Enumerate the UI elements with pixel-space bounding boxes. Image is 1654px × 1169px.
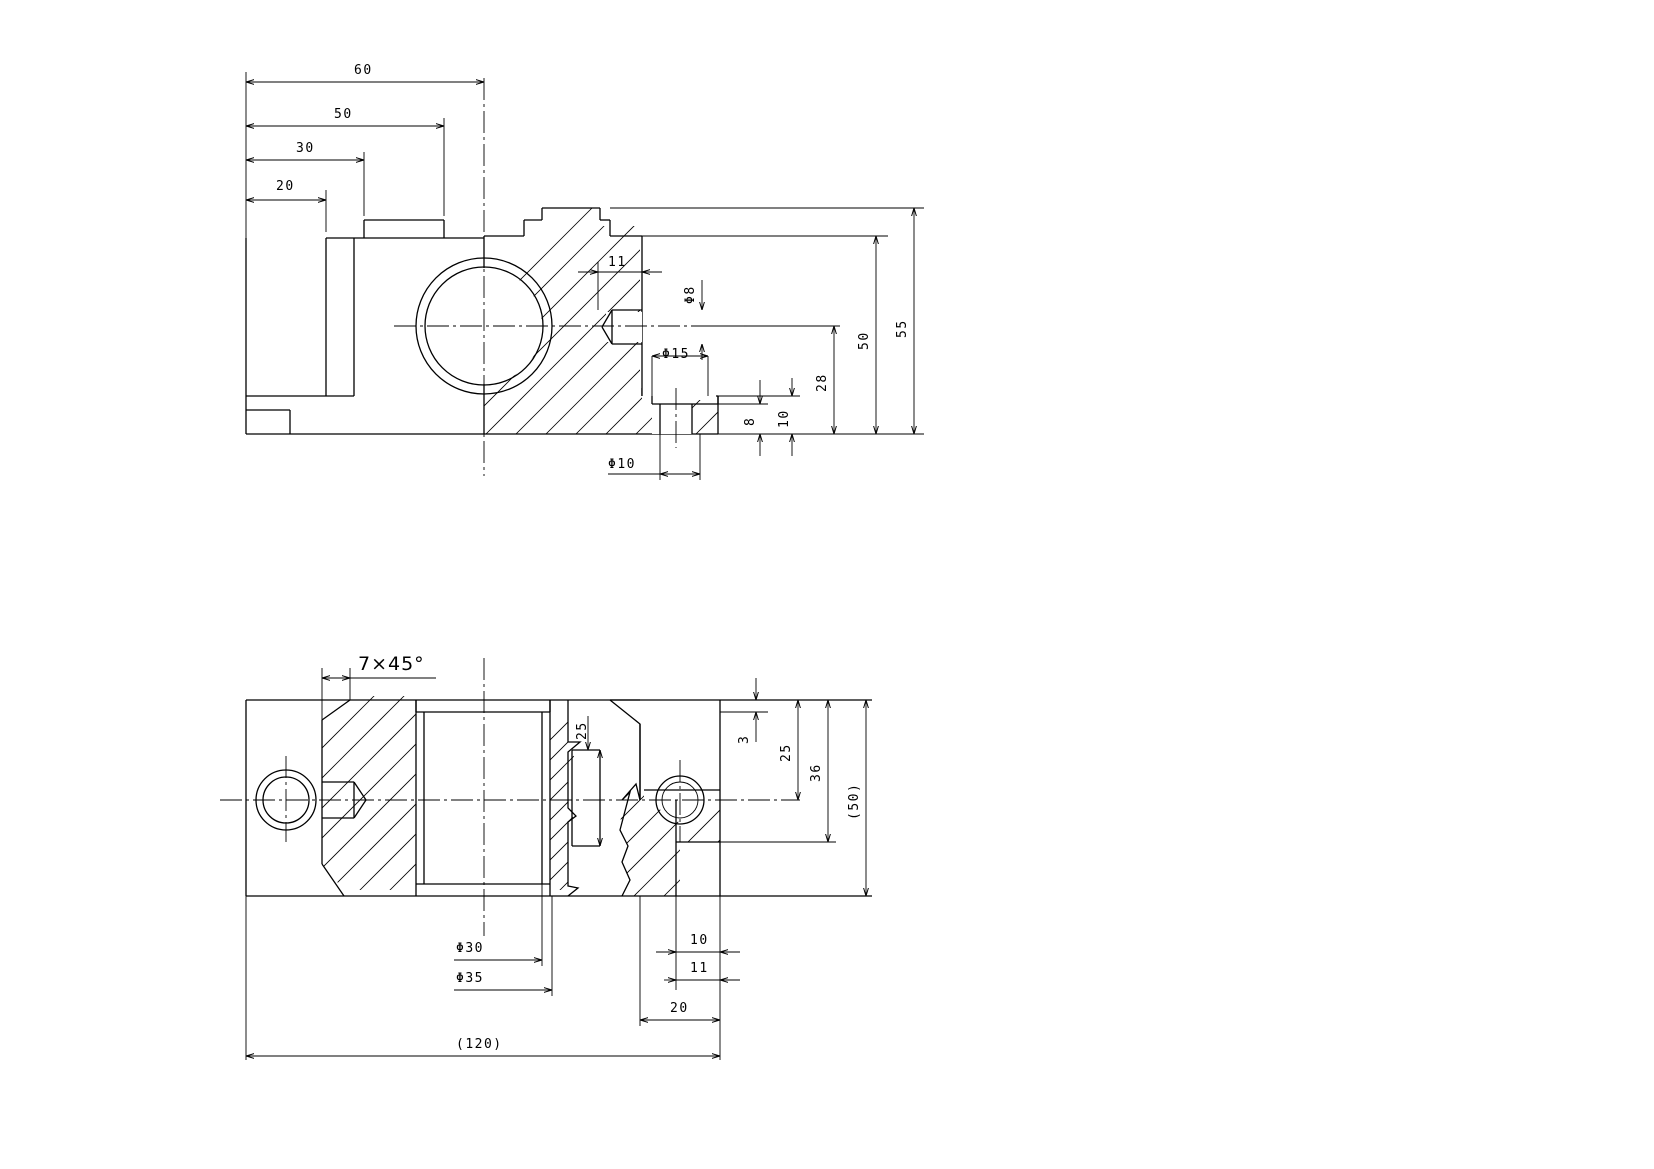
front-dimension-lines xyxy=(246,678,866,1056)
top-dim-28: 28 xyxy=(815,373,830,392)
front-dim-phi30: Φ30 xyxy=(456,941,484,956)
front-extension-lines xyxy=(245,668,872,1060)
top-view: 60 50 30 20 11 Φ8 Φ15 Φ10 28 50 55 10 8 xyxy=(245,63,924,560)
top-dim-phi10: Φ10 xyxy=(608,457,636,472)
front-view-outline xyxy=(245,699,872,897)
top-dim-11: 11 xyxy=(608,255,627,270)
front-dim-36: 36 xyxy=(809,763,824,782)
top-dim-phi15: Φ15 xyxy=(662,347,690,362)
top-dim-30: 30 xyxy=(296,141,315,156)
top-dim-60: 60 xyxy=(354,63,373,78)
front-dim-phi35: Φ35 xyxy=(456,971,484,986)
top-dim-10: 10 xyxy=(777,409,792,428)
top-dim-phi8: Φ8 xyxy=(683,285,698,304)
front-dim-25: 25 xyxy=(779,743,794,762)
front-dim-10: 10 xyxy=(690,933,709,948)
top-dim-50-vertical: 50 xyxy=(857,331,872,350)
front-view: 7×45° 25 3 25 36 (50) Φ30 Φ35 10 11 20 (… xyxy=(220,653,872,1060)
top-dim-50: 50 xyxy=(334,107,353,122)
front-chamfer-label: 7×45° xyxy=(358,653,425,675)
front-dim-3: 3 xyxy=(737,735,752,744)
top-counterbore xyxy=(641,388,719,434)
top-dim-8: 8 xyxy=(743,417,758,426)
front-dim-20: 20 xyxy=(670,1001,689,1016)
top-dim-20: 20 xyxy=(276,179,295,194)
top-dim-55: 55 xyxy=(895,319,910,338)
front-dim-120: (120) xyxy=(456,1037,503,1052)
top-drilled-hole xyxy=(601,309,642,345)
top-extension-lines xyxy=(245,72,924,480)
front-dim-25-left: 25 xyxy=(575,721,590,740)
top-dimension-lines xyxy=(246,82,914,474)
front-tapped-hole xyxy=(322,781,367,819)
front-dim-50: (50) xyxy=(847,783,862,820)
front-dim-11: 11 xyxy=(690,961,709,976)
